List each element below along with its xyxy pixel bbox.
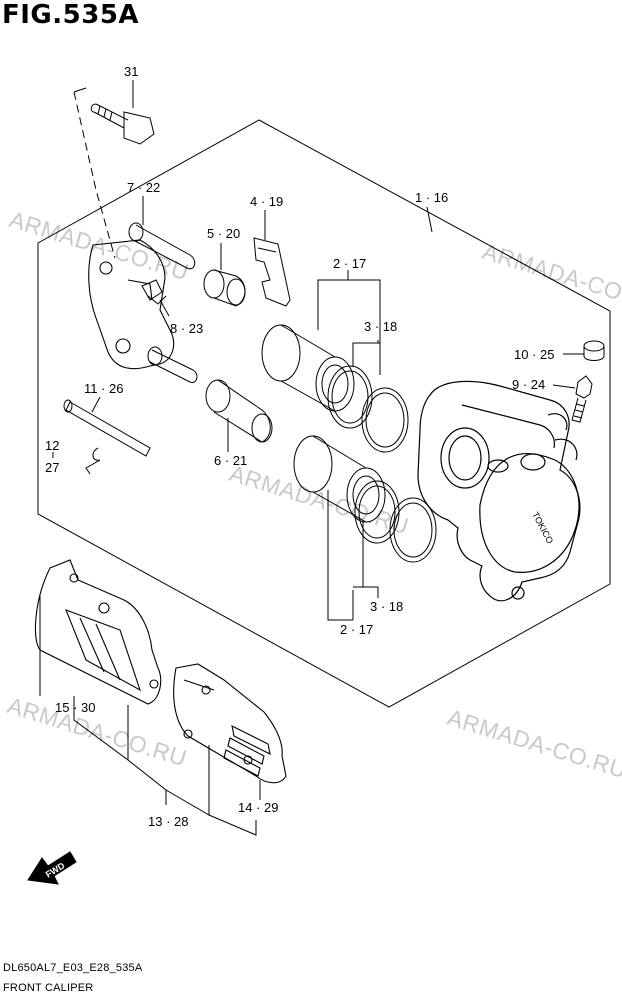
piston-lower [293, 435, 386, 523]
figure-title: FIG.535A [2, 0, 140, 30]
fwd-arrow-icon: FWD [27, 851, 77, 885]
pad-spring-clip [141, 279, 167, 305]
label-15-30: 15 · 30 [55, 700, 95, 715]
label-13-28: 13 · 28 [148, 814, 188, 829]
piston-upper [261, 324, 355, 412]
part-labels: 31 7 · 22 5 · 20 4 · 19 1 · 16 2 · 17 3 … [45, 64, 554, 829]
label-11-26: 11 · 26 [84, 381, 124, 396]
dust-boot-lower [205, 379, 273, 443]
pad-spring [253, 237, 291, 307]
label-1-16: 1 · 16 [415, 190, 448, 205]
pin-clip [85, 447, 101, 475]
seal-upper-1 [327, 365, 373, 429]
label-3-18-bottom: 3 · 18 [370, 599, 403, 614]
footer-name: FRONT CALIPER [3, 982, 94, 994]
label-7-22: 7 · 22 [127, 180, 160, 195]
label-31: 31 [124, 64, 138, 79]
brake-pad-inner [34, 559, 162, 705]
label-8-23: 8 · 23 [170, 321, 203, 336]
caliper-bracket [88, 239, 175, 370]
bracket-pin-lower [147, 346, 198, 383]
seal-lower-1 [354, 480, 400, 544]
leader-lines [39, 80, 584, 836]
mounting-bolt [90, 103, 155, 145]
label-4-19: 4 · 19 [250, 194, 283, 209]
label-5-20: 5 · 20 [207, 226, 240, 241]
label-12: 12 [45, 438, 59, 453]
label-27: 27 [45, 460, 59, 475]
label-9-24: 9 · 24 [512, 377, 545, 392]
assembly-outline [37, 119, 611, 708]
label-3-18-top: 3 · 18 [364, 319, 397, 334]
bolt-alignment-line [73, 91, 116, 259]
caliper-body [417, 380, 581, 602]
label-2-17-top: 2 · 17 [333, 256, 366, 271]
footer-code: DL650AL7_E03_E28_535A [3, 962, 143, 974]
label-14-29: 14 · 29 [238, 800, 278, 815]
label-10-25: 10 · 25 [514, 347, 554, 362]
bleeder-valve [571, 375, 593, 423]
dust-boot-upper [203, 269, 246, 307]
brake-pad-outer [173, 663, 287, 784]
bleeder-cap [583, 340, 605, 361]
pad-pin [63, 399, 151, 457]
caliper-brand: TOKICO [530, 510, 555, 545]
label-2-17-bottom: 2 · 17 [340, 622, 373, 637]
bracket-pin-upper [128, 222, 196, 270]
seal-lower-2 [389, 497, 437, 563]
label-6-21: 6 · 21 [214, 453, 247, 468]
seal-upper-2 [361, 387, 409, 453]
